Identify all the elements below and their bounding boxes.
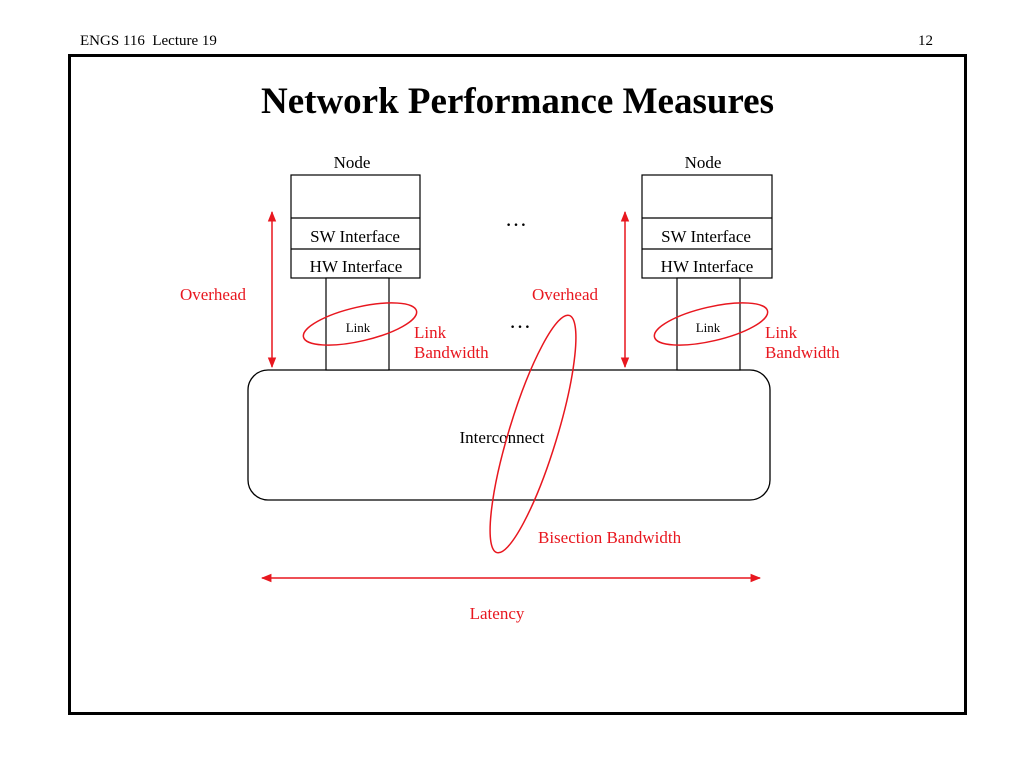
link-bandwidth-right-line2: Bandwidth: [765, 343, 840, 362]
bisection-bandwidth-label: Bisection Bandwidth: [538, 528, 682, 547]
node-left-box: [290, 174, 421, 279]
interconnect-label: Interconnect: [460, 428, 545, 447]
node-left-sw-interface: SW Interface: [310, 227, 400, 246]
link-bandwidth-left-loop: [302, 302, 418, 346]
node-left: Node SW Interface HW Interface Link: [290, 153, 421, 371]
node-left-link: [325, 277, 390, 371]
slide-frame: [68, 54, 967, 715]
course-label: ENGS 116 Lecture 19: [80, 33, 217, 49]
node-left-hw-interface: HW Interface: [310, 257, 403, 276]
node-right: Node SW Interface HW Interface Link: [641, 153, 773, 371]
node-right-sw-interface: SW Interface: [661, 227, 751, 246]
interconnect-box: [247, 369, 771, 501]
link-bandwidth-right-line1: Link: [765, 323, 798, 342]
page-number: 12: [918, 33, 933, 49]
overhead-left-label: Overhead: [180, 285, 247, 304]
bisection-bandwidth-loop: [489, 314, 577, 554]
node-right-label: Node: [685, 153, 722, 172]
latency-label: Latency: [470, 604, 525, 623]
ellipsis-top: …: [505, 206, 527, 231]
node-right-link-label: Link: [696, 320, 721, 335]
link-bandwidth-left-line1: Link: [414, 323, 447, 342]
overhead-mid-label: Overhead: [532, 285, 599, 304]
ellipsis-mid: …: [509, 308, 531, 333]
slide-title: Network Performance Measures: [260, 81, 774, 122]
link-bandwidth-left-line2: Bandwidth: [414, 343, 489, 362]
link-bandwidth-right-loop: [653, 302, 769, 346]
node-right-hw-interface: HW Interface: [661, 257, 754, 276]
node-left-link-label: Link: [346, 320, 371, 335]
node-right-link: [676, 277, 741, 371]
node-left-label: Node: [334, 153, 371, 172]
